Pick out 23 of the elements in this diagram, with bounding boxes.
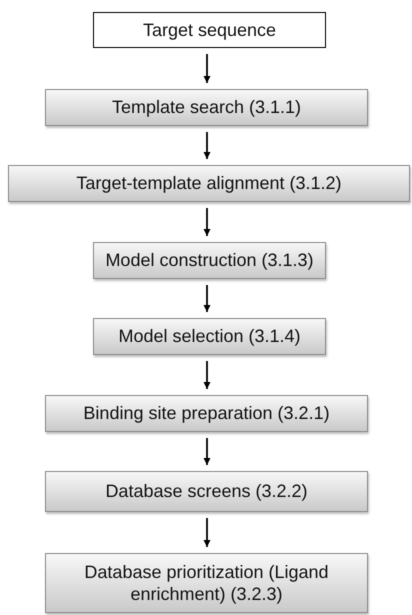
arrow — [204, 132, 210, 159]
process-box — [45, 471, 368, 512]
box-label: Template search (3.1.1) — [112, 96, 302, 119]
arrow — [204, 518, 210, 547]
arrow — [204, 54, 210, 83]
arrow — [204, 438, 210, 465]
arrow — [204, 285, 210, 312]
box-label: Model construction (3.1.3) — [105, 249, 314, 272]
process-box — [45, 553, 368, 613]
box-label: Target sequence — [142, 18, 276, 42]
arrow — [204, 208, 210, 236]
arrow — [204, 361, 210, 389]
box-label: Binding site preparation (3.2.1) — [83, 402, 330, 425]
process-box — [8, 165, 410, 202]
process-box — [45, 89, 368, 126]
box-label: Target-template alignment (3.1.2) — [76, 172, 342, 195]
box-label: Database screens (3.2.2) — [105, 480, 308, 503]
box-label: Database prioritization (Ligand enrichment) (3.2.3) — [83, 560, 330, 606]
process-box — [45, 395, 368, 432]
process-box — [93, 242, 326, 279]
process-box — [93, 12, 326, 48]
box-label: Model selection (3.1.4) — [118, 325, 301, 348]
process-box — [93, 318, 326, 355]
